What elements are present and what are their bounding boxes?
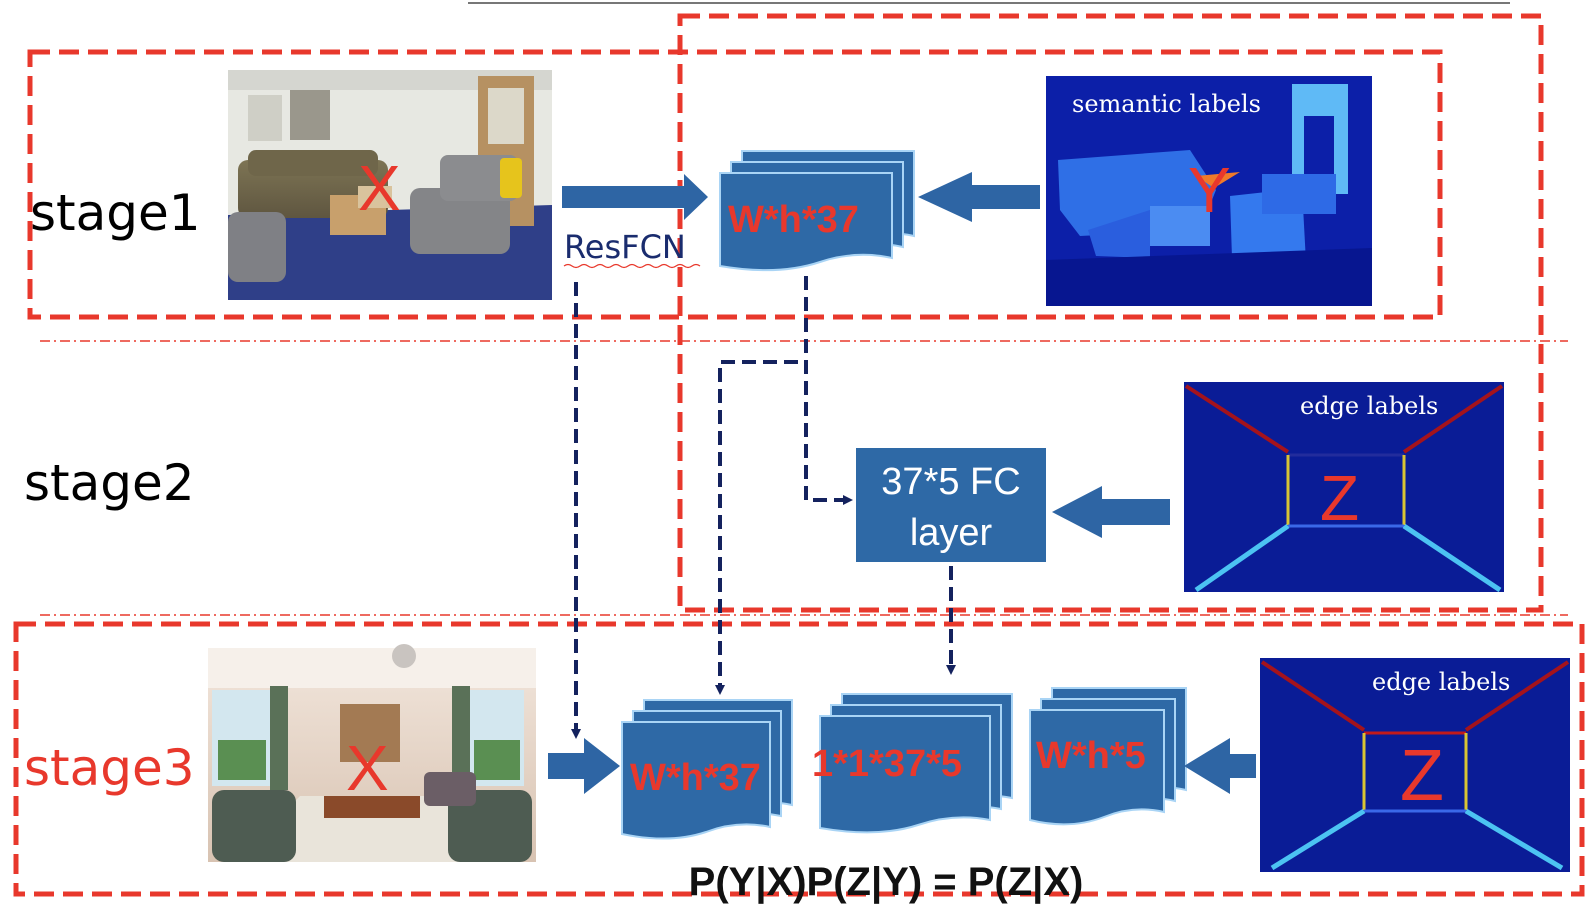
arrow-edge-to-fc — [1052, 486, 1170, 538]
stage3-feature-map-3 — [1029, 687, 1187, 826]
arrow-stage1-to-feature — [562, 174, 708, 220]
stage2-edge-label-panel — [1184, 382, 1504, 593]
stage1-feature-label: W*h*37 — [728, 199, 859, 241]
stage3-feature-label-2: 1*1*37*5 — [812, 743, 962, 785]
stage2-label-var: Z — [1320, 462, 1359, 534]
dashed-feature-to-stage3 — [715, 360, 798, 695]
stage1-feature-map — [719, 150, 915, 272]
stage3-feature-map-1 — [621, 699, 793, 840]
fc-layer-line2: layer — [910, 512, 993, 554]
stage2-panel-title: edge labels — [1300, 392, 1438, 420]
stage3-label-var: Z — [1400, 736, 1444, 816]
equation: P(Y|X)P(Z|Y) = P(Z|X) — [689, 860, 1084, 904]
semantic-panel-title: semantic labels — [1072, 90, 1261, 118]
semantic-label-panel — [1046, 76, 1372, 306]
stage3-label: stage3 — [24, 739, 195, 797]
dashed-feature-to-fc — [804, 276, 853, 505]
stage1-frame — [27, 49, 1443, 320]
stage1-input-var: X — [358, 152, 401, 224]
right-frame — [677, 13, 1544, 613]
fc-layer-line1: 37*5 FC — [881, 461, 1020, 503]
stage3-feature-label-3: W*h*5 — [1036, 735, 1146, 777]
resfcn-label: ResFCN — [564, 228, 686, 266]
stage3-input-photo — [208, 644, 536, 862]
stage3-feature-label-1: W*h*37 — [630, 757, 761, 799]
stage1-input-photo — [228, 70, 552, 300]
arrow-semantic-to-feature — [918, 172, 1040, 222]
arrow-stage3-input-to-feature — [548, 738, 620, 794]
arrow-stage3-edge-to-feature — [1184, 738, 1256, 794]
stage3-frame — [13, 621, 1585, 897]
stage2-label: stage2 — [24, 454, 195, 512]
stage3-feature-map-2 — [819, 693, 1013, 834]
stage3-panel-title: edge labels — [1372, 668, 1510, 696]
stage1-label-var: Y — [1188, 154, 1231, 226]
fc-layer-box — [856, 448, 1046, 562]
resfcn-underline — [563, 263, 701, 269]
stage3-input-var: X — [346, 732, 389, 804]
stage3-edge-label-panel — [1260, 658, 1570, 872]
stage1-label: stage1 — [30, 184, 201, 242]
